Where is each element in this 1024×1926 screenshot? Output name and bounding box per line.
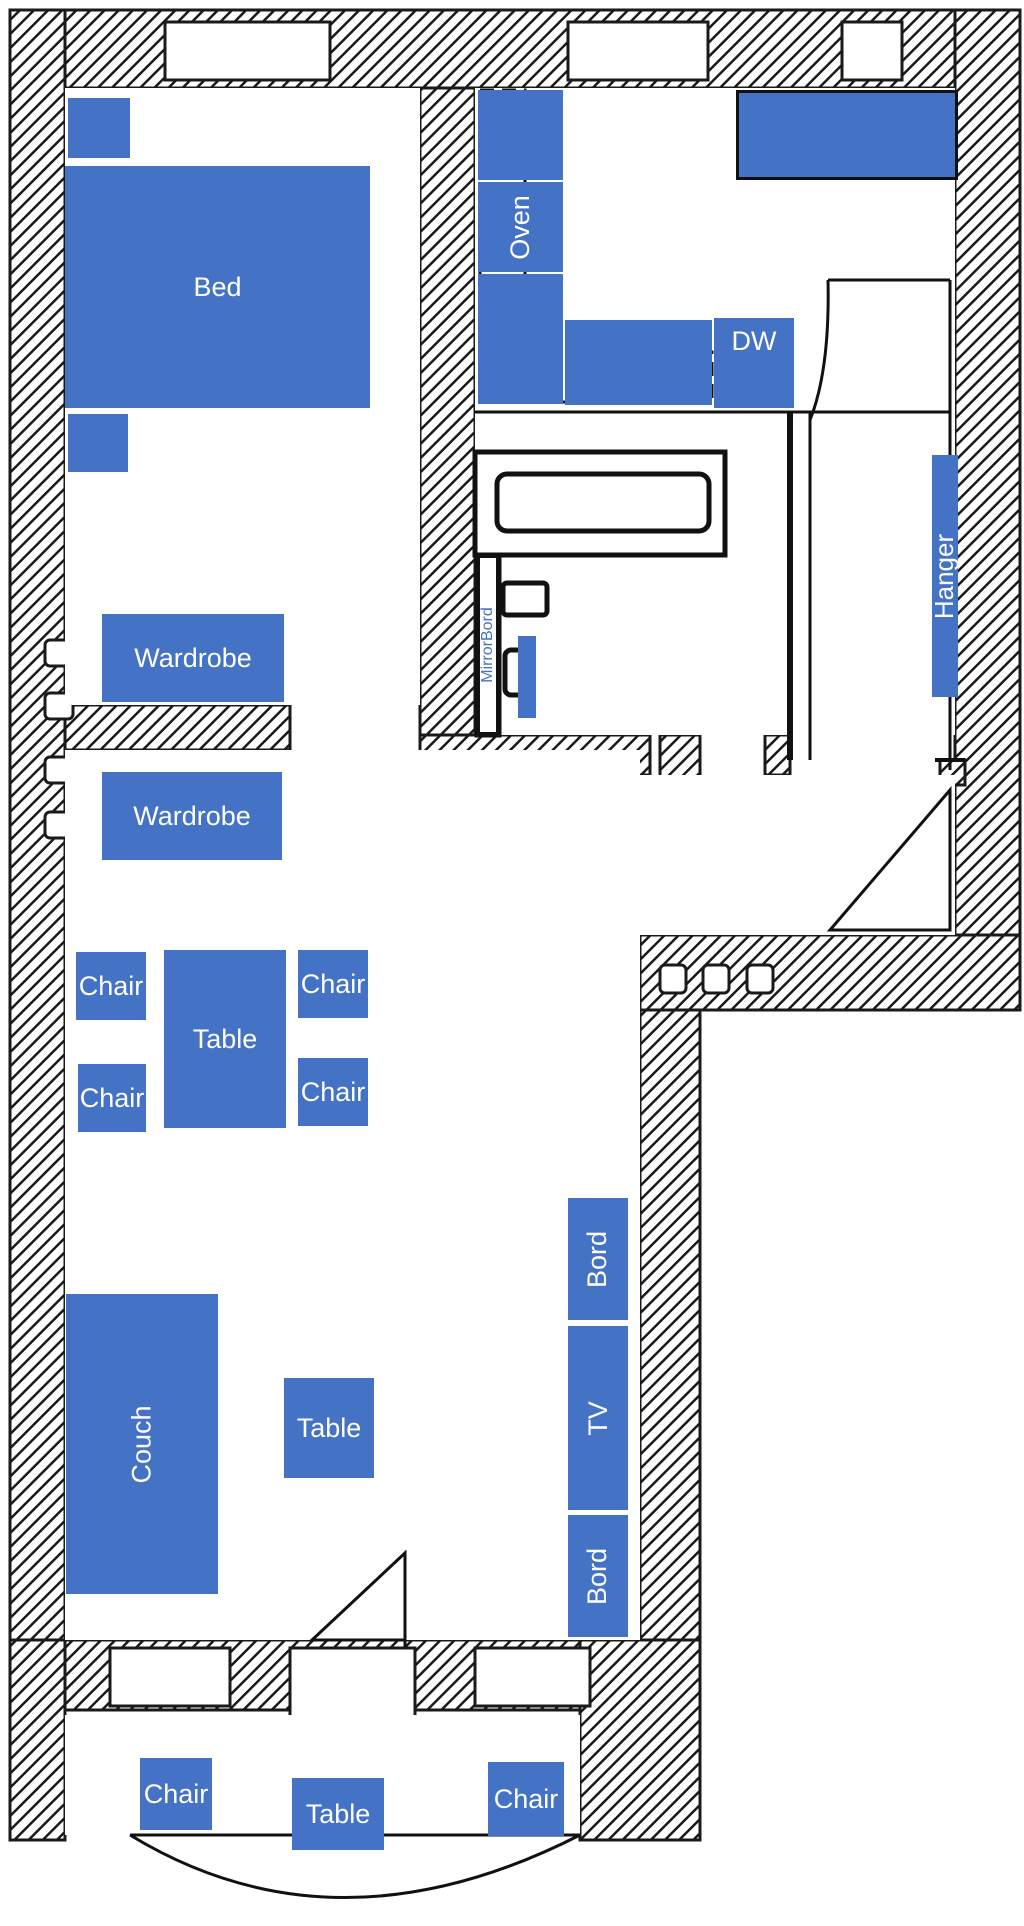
nightstand-bottom — [68, 414, 128, 472]
dining-chair-bottom-left-label: Chair — [79, 1082, 145, 1113]
dishwasher[interactable]: DW — [714, 318, 794, 408]
balcony-chair-left-label: Chair — [143, 1778, 209, 1809]
hanger[interactable]: Hanger — [929, 455, 960, 697]
dishwasher-label: DW — [731, 326, 777, 356]
coffee-table[interactable]: Table — [284, 1378, 374, 1478]
bed[interactable]: Bed — [65, 166, 370, 408]
kitchen-cabinet-top — [478, 90, 563, 180]
sideboard-bottom[interactable]: Bord — [568, 1515, 628, 1637]
tv[interactable]: TV — [568, 1326, 628, 1510]
bathroom-cabinet — [518, 636, 536, 718]
sideboard-bottom-label: Bord — [582, 1547, 613, 1605]
dining-chair-bottom-left[interactable]: Chair — [78, 1064, 146, 1132]
balcony-table[interactable]: Table — [292, 1778, 384, 1850]
window-icon — [108, 20, 904, 1720]
balcony-chair-right[interactable]: Chair — [488, 1762, 564, 1836]
wardrobe-bottom-label: Wardrobe — [133, 800, 251, 831]
couch-label: Couch — [126, 1404, 157, 1484]
balcony-chair-right-label: Chair — [493, 1783, 559, 1814]
dining-table-label: Table — [192, 1023, 258, 1054]
sink-icon — [500, 580, 550, 618]
room-floors — [65, 88, 955, 1835]
dining-chair-bottom-right-label: Chair — [300, 1076, 366, 1107]
kitchen-counter-sink — [565, 320, 712, 405]
sideboard-top-label: Bord — [582, 1230, 613, 1288]
fridge-counter — [736, 90, 958, 180]
wardrobe-top-label: Wardrobe — [134, 642, 252, 673]
door-swing-icon — [308, 278, 952, 1648]
balcony-chair-left[interactable]: Chair — [140, 1758, 212, 1830]
dining-table[interactable]: Table — [164, 950, 286, 1128]
coffee-table-label: Table — [296, 1412, 362, 1443]
sideboard-top[interactable]: Bord — [568, 1198, 628, 1320]
bed-label: Bed — [193, 271, 242, 302]
dining-chair-top-left[interactable]: Chair — [76, 952, 146, 1020]
oven[interactable]: Oven — [478, 182, 563, 272]
mirrorbord-label: MirrorBord — [479, 607, 496, 683]
wardrobe-top[interactable]: Wardrobe — [102, 614, 284, 702]
dining-chair-top-right[interactable]: Chair — [298, 950, 368, 1018]
wardrobe-bottom[interactable]: Wardrobe — [102, 772, 282, 860]
couch[interactable]: Couch — [66, 1294, 218, 1594]
hanger-label: Hanger — [929, 533, 960, 619]
nightstand-top — [68, 98, 130, 158]
balcony-table-label: Table — [305, 1798, 371, 1829]
dining-chair-top-right-label: Chair — [300, 968, 366, 999]
tv-label: TV — [582, 1400, 613, 1436]
kitchen-cabinet-lower — [478, 274, 563, 404]
dining-chair-top-left-label: Chair — [78, 970, 144, 1001]
mirrorbord[interactable]: MirrorBord — [477, 555, 499, 735]
dining-chair-bottom-right[interactable]: Chair — [298, 1058, 368, 1126]
oven-label: Oven — [504, 194, 535, 260]
